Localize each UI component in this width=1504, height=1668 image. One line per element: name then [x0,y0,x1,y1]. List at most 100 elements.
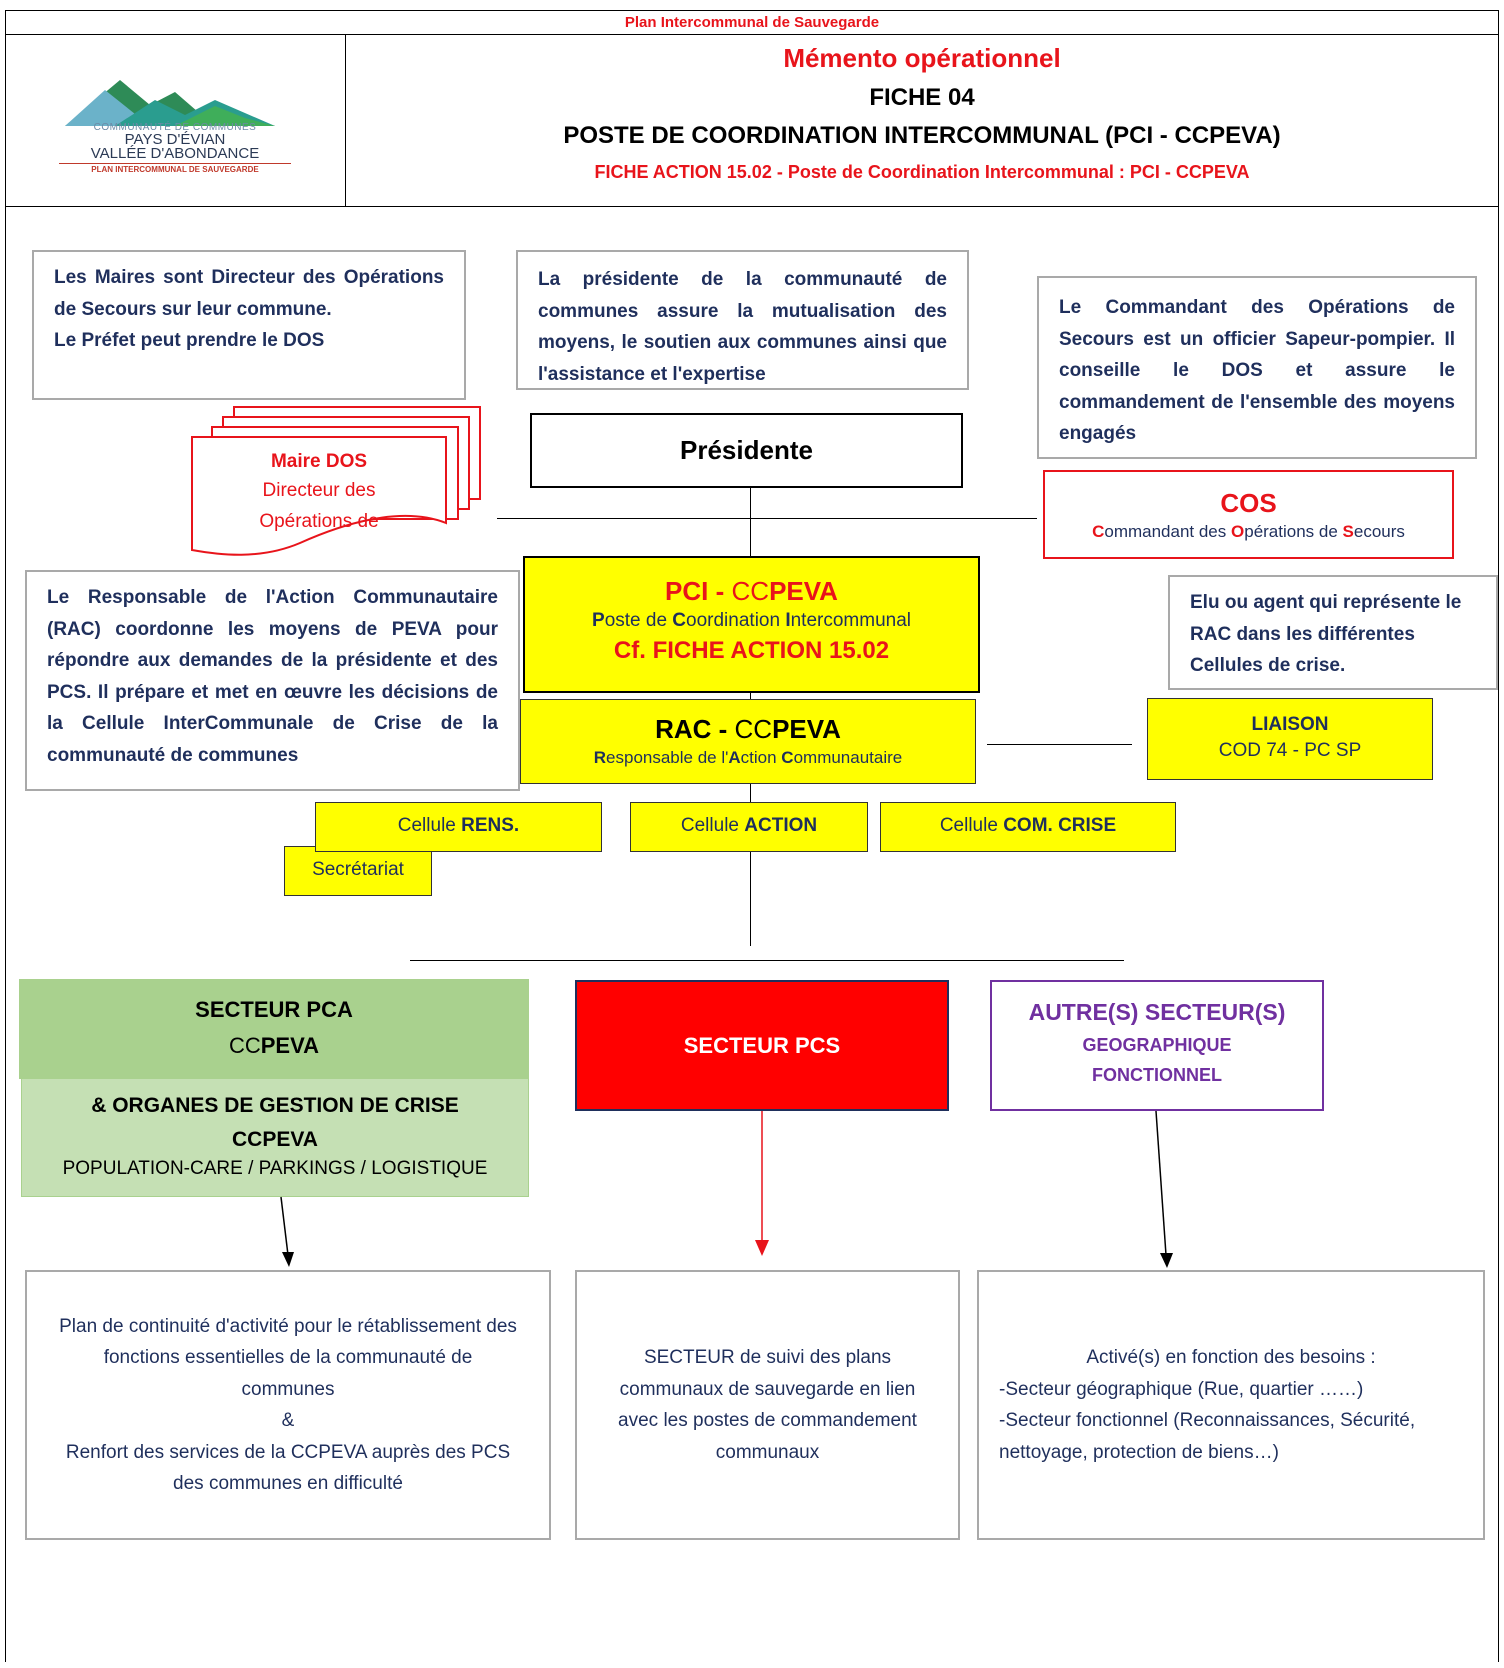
connector-sectors-bar [410,960,1124,961]
outcome-pca-amp: & [281,1410,295,1431]
maire-dos-line1: Directeur des [262,480,376,501]
cell-com-crise: Cellule COM. CRISE [880,802,1176,852]
cos-box: COS Commandant des Opérations de Secours [1043,470,1454,559]
autres-geo: GEOGRAPHIQUE [1082,1035,1232,1055]
rac-title-c: PEVA [772,714,841,744]
cos-c: C [1092,522,1105,541]
pci-p: P [592,610,605,631]
pci-title: PCI - CCPEVA [525,574,978,608]
header-bottom-divider [5,206,1499,207]
logo-line1: COMMUNAUTÉ DE COMMUNES [93,122,257,133]
secteur-pca-sub-a: CC [228,1033,261,1058]
maire-dos-title: Maire DOS [270,451,368,472]
pci-title-c: PEVA [769,576,838,606]
pca-ccpeva: CCPEVA [232,1128,318,1151]
header-title-divider [5,34,1499,35]
liaison-box: LIAISON COD 74 - PC SP [1147,698,1433,780]
mountain-logo-icon [65,80,275,126]
cell-rens-label: RENS. [461,815,520,836]
secteur-pca-sub: CCPEVA [19,1031,529,1061]
logo-line2: PAYS D'ÉVIAN [124,131,226,148]
connector-pci-rac [750,693,751,699]
rac-c: C [781,748,794,767]
cell-com-prefix: Cellule [939,815,1004,836]
connector-rac-cells [750,784,751,802]
note-cos-text: Le Commandant des Opérations de Secours … [1059,297,1455,444]
arrow-pca-line [280,1196,289,1256]
note-maires-text: Les Maires sont Directeur des Opérations… [54,267,444,320]
pci-p-rest: oste de [604,610,673,631]
logo-line3: VALLÉE D'ABONDANCE [90,145,260,162]
note-rac-text: Le Responsable de l'Action Communautaire… [47,587,498,766]
secteur-pca-title: SECTEUR PCA [195,997,353,1022]
secteur-pca-organes: & ORGANES DE GESTION DE CRISE CCPEVA POP… [21,1079,529,1197]
pca-list: POPULATION-CARE / PARKINGS / LOGISTIQUE [62,1158,488,1179]
pci-i: I [785,610,791,631]
connector-cells-sectors [750,852,751,946]
secteur-pca-sub-b: PEVA [260,1033,320,1058]
rac-a-rest: ction [740,748,782,767]
rac-r-rest: esponsable de l' [606,748,729,767]
outcome-pca-text2: Renfort des services de la CCPEVA auprès… [65,1441,511,1495]
cos-s: S [1342,522,1354,541]
main-title: POSTE DE COORDINATION INTERCOMMUNAL (PCI… [563,122,1281,149]
note-elu: Elu ou agent qui représente le RAC dans … [1168,575,1498,690]
arrow-pca-head-icon [282,1252,294,1267]
cell-rens-prefix: Cellule [397,815,462,836]
pci-title-a: PCI - [665,576,732,606]
liaison-subtitle: COD 74 - PC SP [1218,740,1362,761]
pci-i-rest: ntercommunal [790,610,911,631]
arrow-pcs-head-icon [755,1240,769,1256]
note-maires: Les Maires sont Directeur des Opérations… [32,250,466,400]
note-presidente-text: La présidente de la communauté de commun… [538,269,947,385]
rac-r: R [593,748,607,767]
cell-action: Cellule ACTION [630,802,868,852]
outcome-pca: Plan de continuité d'activité pour le ré… [25,1270,551,1540]
arrow-autres-head-icon [1160,1253,1173,1268]
secretariat-label: Secrétariat [312,859,404,880]
outcome-pca-text1: Plan de continuité d'activité pour le ré… [59,1315,517,1400]
pci-c-rest: oordination [686,610,786,631]
outcome-autres-text1: Activé(s) en fonction des besoins : [1086,1347,1376,1368]
autres-fonc: FONCTIONNEL [1092,1065,1222,1085]
cos-o: O [1231,522,1245,541]
rac-c-rest: ommunautaire [793,748,903,767]
connector-presidente-pci [750,488,751,556]
cos-subtitle: Commandant des Opérations de Secours [1045,520,1452,544]
outcome-autres: Activé(s) en fonction des besoins : -Sec… [977,1270,1485,1540]
maire-dos-line2: Opérations de [259,511,379,532]
secretariat-box: Secrétariat [284,846,432,896]
pci-subtitle: Poste de Coordination Intercommunal [525,608,978,634]
cos-title: COS [1220,488,1277,518]
secteur-pca-header: SECTEUR PCA CCPEVA [19,979,529,1079]
outcome-pcs: SECTEUR de suivi des plans communaux de … [575,1270,960,1540]
maire-dos-document-icon [191,406,481,556]
rac-title-a: RAC - [655,714,735,744]
presidente-box: Présidente [530,413,963,488]
cell-rens: Cellule RENS. [315,802,602,852]
header-vertical-divider [345,34,346,206]
pci-box: PCI - CCPEVA Poste de Coordination Inter… [523,556,980,693]
rac-subtitle: Responsable de l'Action Communautaire [521,746,975,770]
outcome-pcs-text: SECTEUR de suivi des plans communaux de … [618,1347,917,1463]
secteur-pcs-box: SECTEUR PCS [575,980,949,1111]
cos-sub2: pérations de [1244,522,1343,541]
fiche-number: FICHE 04 [869,84,975,111]
pca-organes-title: & ORGANES DE GESTION DE CRISE [91,1094,459,1117]
outcome-autres-text2: -Secteur géographique (Rue, quartier ……) [999,1378,1364,1400]
logo-line4: PLAN INTERCOMMUNAL DE SAUVEGARDE [59,163,291,174]
note-cos: Le Commandant des Opérations de Secours … [1037,276,1477,459]
rac-box: RAC - CCPEVA Responsable de l'Action Com… [520,699,976,784]
pci-c: C [672,610,687,631]
cell-com-label: COM. CRISE [1003,815,1117,836]
outcome-autres-text3: -Secteur fonctionnel (Reconnaissances, S… [999,1410,1416,1463]
liaison-title: LIAISON [1251,714,1329,735]
note-rac: Le Responsable de l'Action Communautaire… [25,570,520,791]
cell-action-label: ACTION [744,815,818,836]
pci-title-b: CC [731,576,770,606]
note-presidente: La présidente de la communauté de commun… [516,250,969,390]
rac-title: RAC - CCPEVA [521,712,975,746]
arrow-autres-line [1155,1110,1167,1256]
cos-sub3: ecours [1353,522,1405,541]
